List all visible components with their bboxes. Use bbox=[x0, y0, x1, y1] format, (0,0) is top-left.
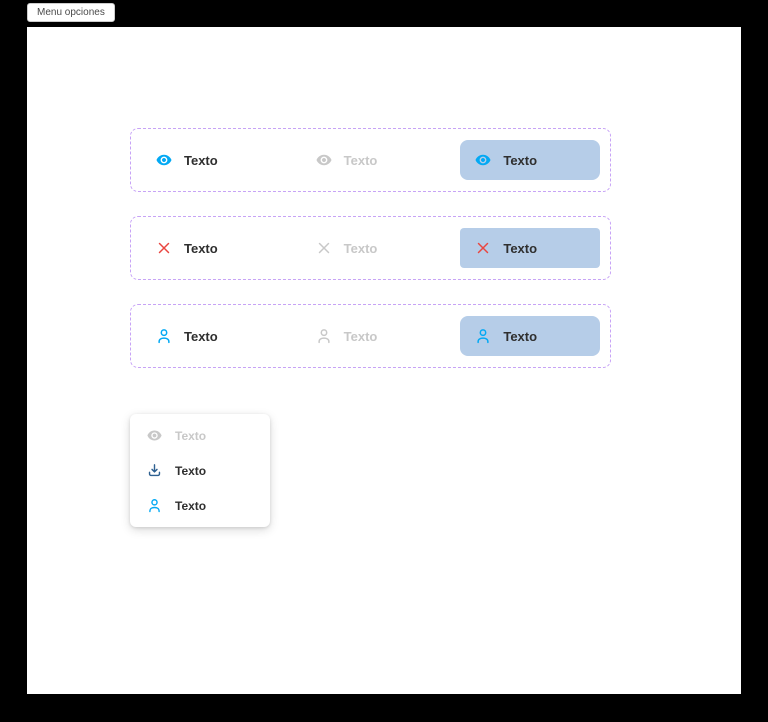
person-icon bbox=[155, 327, 173, 345]
eye-icon bbox=[474, 151, 492, 169]
menu-item-person-hover[interactable]: Texto bbox=[460, 316, 601, 356]
cell: Texto bbox=[291, 140, 451, 180]
cell: Texto bbox=[291, 316, 451, 356]
menu-item-person-enabled[interactable]: Texto bbox=[141, 316, 281, 356]
menu-item-label: Texto bbox=[175, 428, 207, 443]
menu-item-label: Texto bbox=[343, 240, 378, 256]
cell: Texto bbox=[450, 316, 610, 356]
story-container-person: Texto Texto Texto bbox=[130, 304, 611, 368]
download-icon bbox=[146, 462, 164, 480]
person-icon bbox=[474, 327, 492, 345]
menu-card-item-download[interactable]: Texto bbox=[130, 453, 270, 488]
menu-opciones-tab[interactable]: Menu opciones bbox=[27, 3, 115, 22]
cell: Texto bbox=[450, 140, 610, 180]
cell: Texto bbox=[131, 316, 291, 356]
menu-item-person-disabled: Texto bbox=[301, 316, 441, 356]
dropdown-menu: Texto Texto Texto bbox=[130, 414, 270, 527]
menu-item-label: Texto bbox=[343, 152, 378, 168]
menu-item-eye-disabled: Texto bbox=[301, 140, 441, 180]
story-container-eye: Texto Texto Texto bbox=[130, 128, 611, 192]
menu-item-eye-enabled[interactable]: Texto bbox=[141, 140, 281, 180]
menu-item-label: Texto bbox=[503, 152, 538, 168]
close-icon bbox=[315, 239, 333, 257]
menu-card-item-person[interactable]: Texto bbox=[130, 488, 270, 523]
story-canvas: Texto Texto Texto bbox=[27, 27, 741, 694]
menu-item-label: Texto bbox=[184, 152, 218, 168]
cell: Texto bbox=[450, 228, 610, 268]
cell: Texto bbox=[291, 228, 451, 268]
story-container-close: Texto Texto Texto bbox=[130, 216, 611, 280]
menu-item-close-enabled[interactable]: Texto bbox=[141, 228, 281, 268]
menu-item-eye-hover[interactable]: Texto bbox=[460, 140, 601, 180]
menu-item-label: Texto bbox=[184, 328, 218, 344]
menu-item-label: Texto bbox=[184, 240, 218, 256]
close-icon bbox=[155, 239, 173, 257]
menu-item-label: Texto bbox=[175, 498, 207, 513]
close-icon bbox=[474, 239, 492, 257]
eye-icon bbox=[155, 151, 173, 169]
menu-item-label: Texto bbox=[503, 328, 538, 344]
menu-item-label: Texto bbox=[175, 463, 207, 478]
eye-icon bbox=[146, 427, 164, 445]
cell: Texto bbox=[131, 228, 291, 268]
person-icon bbox=[146, 497, 164, 515]
eye-icon bbox=[315, 151, 333, 169]
cell: Texto bbox=[131, 140, 291, 180]
menu-card-item-eye-disabled: Texto bbox=[130, 418, 270, 453]
menu-item-label: Texto bbox=[343, 328, 378, 344]
menu-item-close-hover[interactable]: Texto bbox=[460, 228, 601, 268]
menu-item-label: Texto bbox=[503, 240, 538, 256]
menu-item-close-disabled: Texto bbox=[301, 228, 441, 268]
person-icon bbox=[315, 327, 333, 345]
